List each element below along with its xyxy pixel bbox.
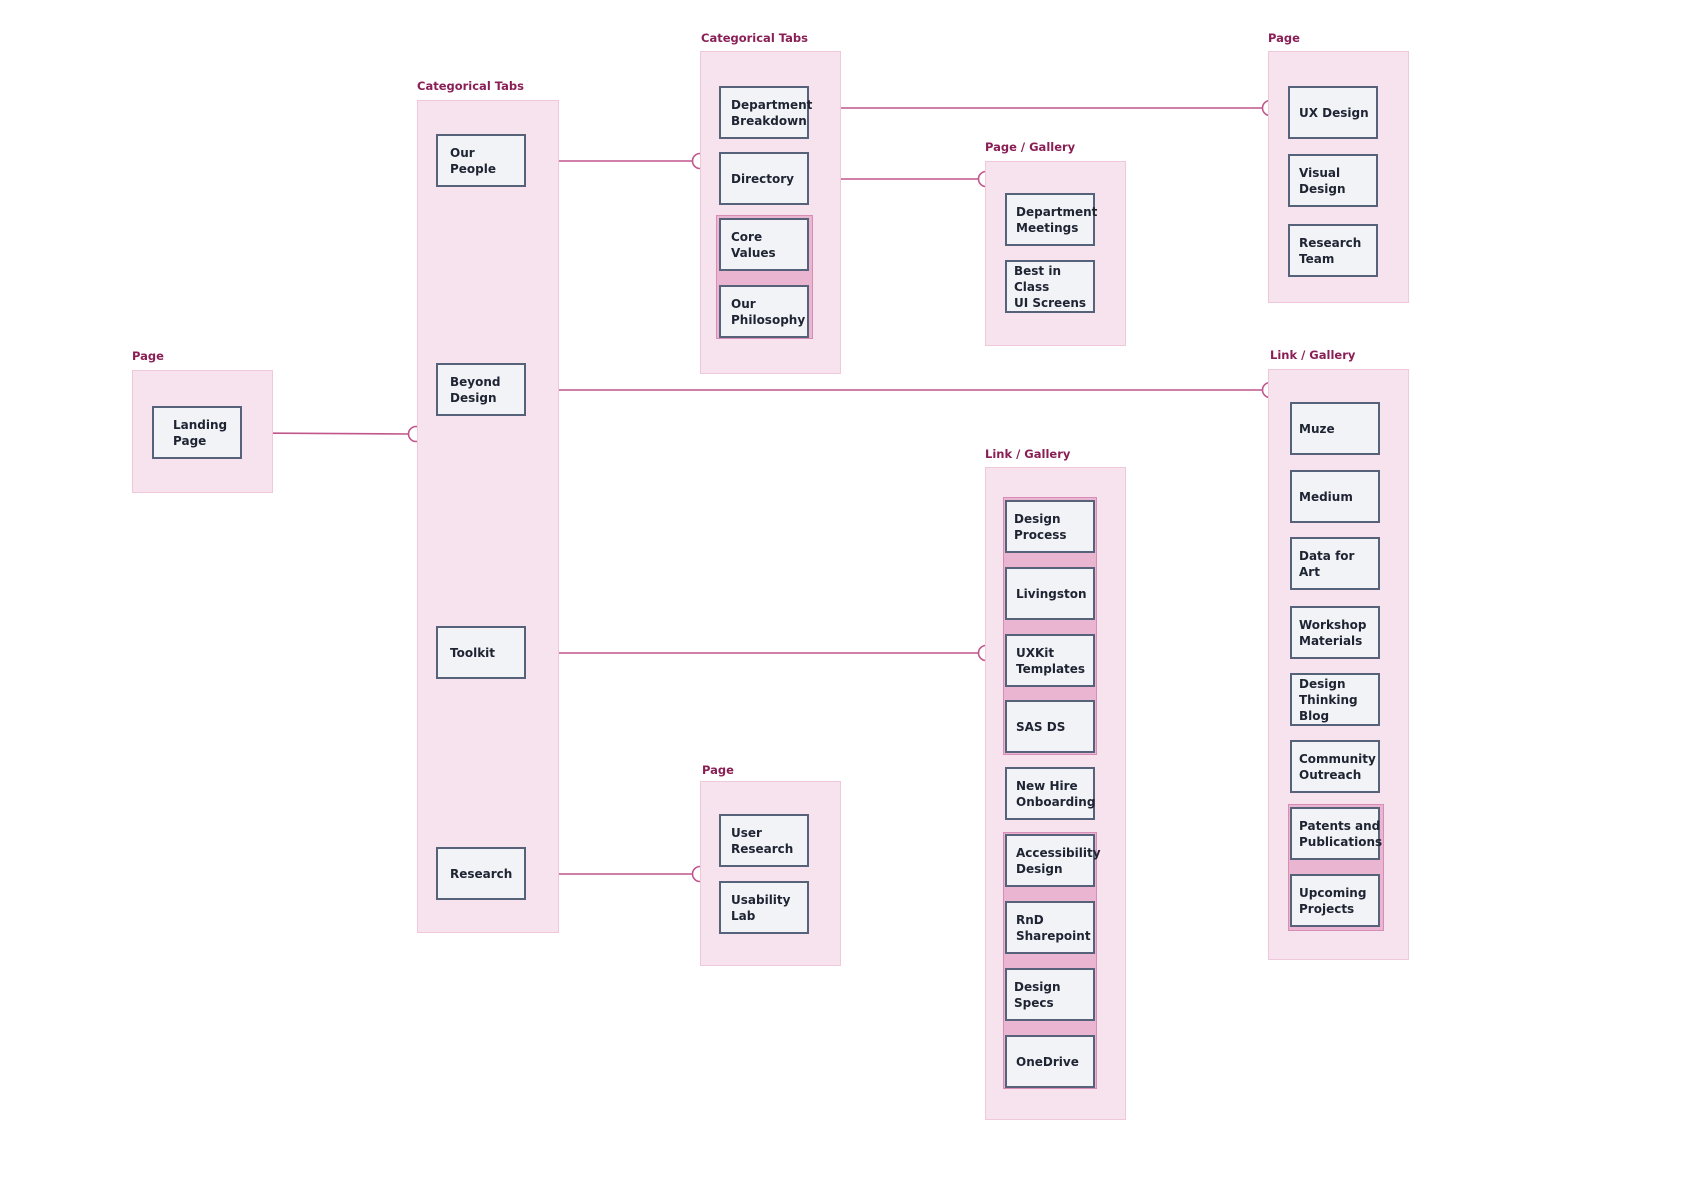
dept-page-title: Page <box>1268 31 1300 45</box>
directory-gallery-title: Page / Gallery <box>985 140 1076 154</box>
node-beyond-design[interactable]: Beyond Design <box>436 363 526 416</box>
node-our-philosophy[interactable]: Our Philosophy <box>719 285 809 338</box>
node-uxkit-templates[interactable]: UXKit Templates <box>1005 634 1095 687</box>
node-workshop-materials[interactable]: Workshop Materials <box>1290 606 1380 659</box>
node-sas-ds[interactable]: SAS DS <box>1005 700 1095 753</box>
node-research-team[interactable]: Research Team <box>1288 224 1378 277</box>
toolkit-links-title: Link / Gallery <box>985 447 1071 461</box>
node-design-thinking-blog[interactable]: Design Thinking Blog <box>1290 673 1380 726</box>
people-tabs-title: Categorical Tabs <box>701 31 808 45</box>
node-accessibility-design[interactable]: Accessibility Design <box>1005 834 1101 887</box>
main-tabs-title: Categorical Tabs <box>417 79 524 93</box>
node-data-for-art[interactable]: Data for Art <box>1290 537 1380 590</box>
node-patents-and-publications[interactable]: Patents and Publications <box>1290 807 1382 860</box>
node-rnd-sharepoint[interactable]: RnD Sharepoint <box>1005 901 1095 954</box>
node-livingston[interactable]: Livingston <box>1005 567 1095 620</box>
node-directory[interactable]: Directory <box>719 152 809 205</box>
node-design-specs[interactable]: Design Specs <box>1005 968 1095 1021</box>
directory-gallery-panel <box>985 161 1126 346</box>
node-onedrive[interactable]: OneDrive <box>1005 1035 1095 1088</box>
node-ux-design[interactable]: UX Design <box>1288 86 1378 139</box>
node-best-in-class-ui-screens[interactable]: Best in Class UI Screens <box>1005 260 1095 313</box>
research-page-title: Page <box>702 763 734 777</box>
main-tabs-panel <box>417 100 559 933</box>
node-design-process[interactable]: Design Process <box>1005 500 1095 553</box>
node-department-meetings[interactable]: Department Meetings <box>1005 193 1097 246</box>
node-user-research[interactable]: User Research <box>719 814 809 867</box>
node-core-values[interactable]: Core Values <box>719 218 809 271</box>
beyond-links-title: Link / Gallery <box>1270 348 1356 362</box>
research-page-panel <box>700 781 841 966</box>
node-our-people[interactable]: Our People <box>436 134 526 187</box>
node-muze[interactable]: Muze <box>1290 402 1380 455</box>
node-community-outreach[interactable]: Community Outreach <box>1290 740 1380 793</box>
node-upcoming-projects[interactable]: Upcoming Projects <box>1290 874 1380 927</box>
node-toolkit[interactable]: Toolkit <box>436 626 526 679</box>
node-department-breakdown[interactable]: Department Breakdown <box>719 86 812 139</box>
node-research[interactable]: Research <box>436 847 526 900</box>
node-usability-lab[interactable]: Usability Lab <box>719 881 809 934</box>
node-visual-design[interactable]: Visual Design <box>1288 154 1378 207</box>
node-medium[interactable]: Medium <box>1290 470 1380 523</box>
node-landing-page[interactable]: Landing Page <box>152 406 242 459</box>
landing-group-title: Page <box>132 349 164 363</box>
node-new-hire-onboarding[interactable]: New Hire Onboarding <box>1005 767 1095 820</box>
